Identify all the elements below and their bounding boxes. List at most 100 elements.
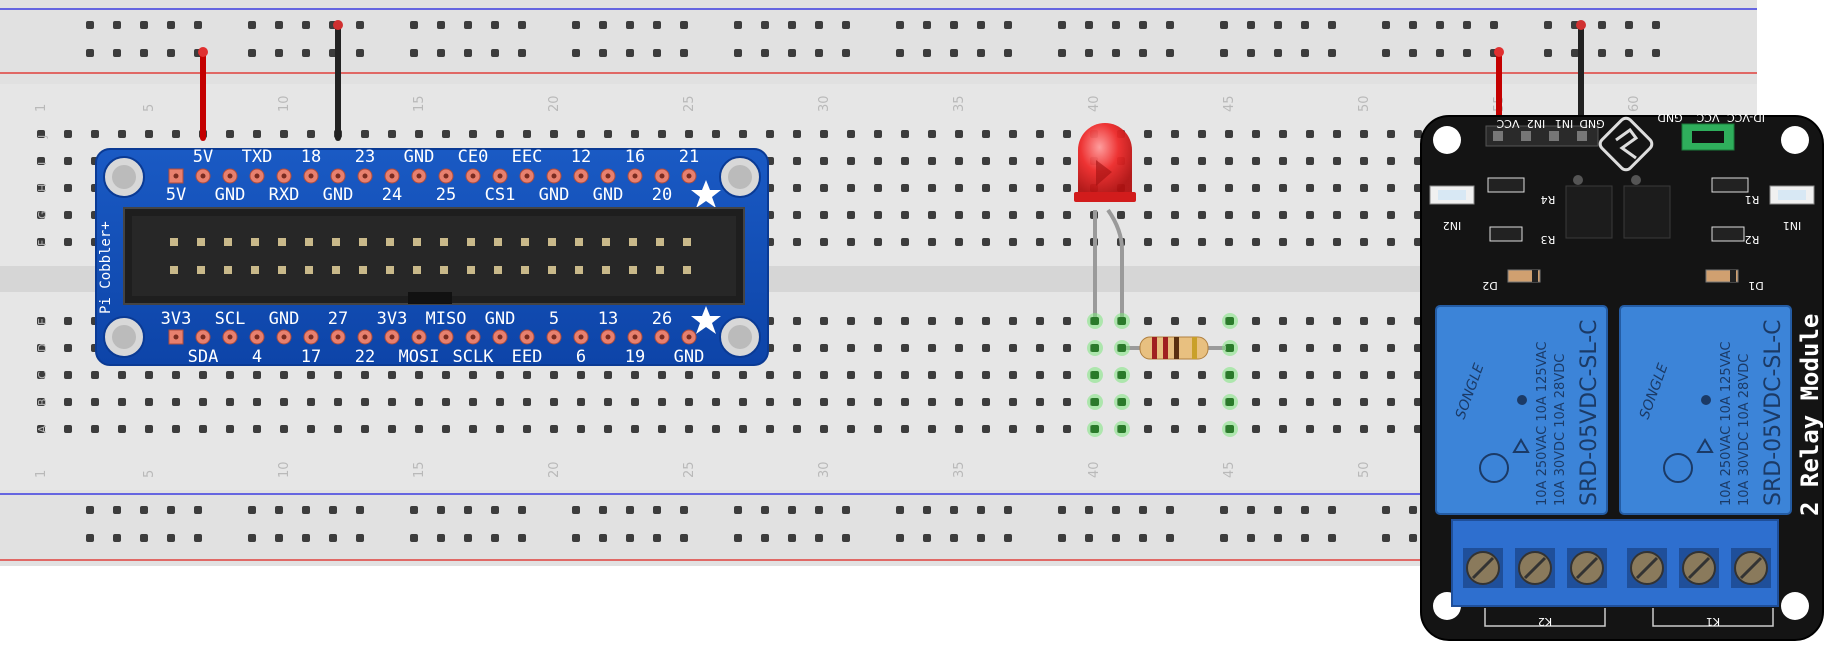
cobbler-pin-label: 12 <box>571 147 591 167</box>
relay-part-label: R2 <box>1745 233 1760 246</box>
relay-header-label: IN1 <box>1555 117 1573 130</box>
row-letter: F <box>36 240 49 246</box>
cobbler-pin-label: 24 <box>382 185 402 205</box>
relay-header-label: GND <box>1579 117 1604 130</box>
column-number: 35 <box>952 95 967 112</box>
screw-terminal-block <box>1451 519 1779 607</box>
relay-jumper-label: JD-VCC <box>1727 111 1766 124</box>
column-number: 50 <box>1357 95 1372 112</box>
optocoupler <box>1623 185 1671 239</box>
relay-part-label: D1 <box>1748 279 1763 292</box>
column-number: 5 <box>142 104 157 112</box>
cobbler-pin-label: 21 <box>679 147 699 167</box>
relay-part-label: R4 <box>1541 193 1556 206</box>
cobbler-pin-label: 5V <box>193 147 213 167</box>
relay-k2 <box>1435 305 1608 515</box>
cobbler-pin-label: EED <box>512 347 543 367</box>
cobbler-pin-label: GND <box>404 147 435 167</box>
cobbler-pin-label: MISO <box>426 309 467 329</box>
relay-model: SRD-05VDC-SL-C <box>1761 319 1786 506</box>
logo-icon <box>1598 116 1654 172</box>
column-number: 30 <box>817 461 832 478</box>
terminal-labels: K2 K1 <box>1484 608 1774 628</box>
cobbler-pin-label: 23 <box>355 147 375 167</box>
cobbler-pin-label: GND <box>674 347 705 367</box>
cobbler-pin-label: EEC <box>512 147 543 167</box>
column-number: 15 <box>412 95 427 112</box>
row-letter: B <box>36 398 49 406</box>
row-letter: J <box>36 135 49 139</box>
column-number: 45 <box>1222 95 1237 112</box>
relay-part-label: R1 <box>1745 193 1760 206</box>
column-number: 40 <box>1087 461 1102 478</box>
cobbler-pin-label: 25 <box>436 185 456 205</box>
relay-k1 <box>1619 305 1792 515</box>
relay-jumper-label: VCC <box>1696 111 1719 124</box>
relay-rating: 10A 30VDC 10A 28VDC <box>1553 354 1568 506</box>
cobbler-pin-label: 3V3 <box>161 309 192 329</box>
cobbler-pads <box>168 168 697 345</box>
column-number: 20 <box>547 95 562 112</box>
column-number: 60 <box>1627 95 1642 112</box>
relay-input-header <box>1485 125 1599 147</box>
mounting-hole-icon <box>1781 126 1809 154</box>
cobbler-pin-label: 19 <box>625 347 645 367</box>
connected-holes <box>1087 313 1238 437</box>
cobbler-pin-label: 4 <box>252 347 262 367</box>
relay-header-label: VCC <box>1496 117 1519 130</box>
relay-rating: 10A 30VDC 10A 28VDC <box>1737 354 1752 506</box>
mounting-hole-icon <box>1781 592 1809 620</box>
column-number: 15 <box>412 461 427 478</box>
column-number: 1 <box>34 104 49 112</box>
column-number: 40 <box>1087 95 1102 112</box>
cobbler-pin-label: CS1 <box>485 185 516 205</box>
column-number: 20 <box>547 461 562 478</box>
row-letter: I <box>36 162 49 165</box>
relay-rating: 10A 250VAC 10A 125VAC <box>1719 342 1734 507</box>
cobbler-pin-label: GND <box>593 185 624 205</box>
resistor <box>1122 336 1230 360</box>
relay-rating: 10A 250VAC 10A 125VAC <box>1535 342 1550 507</box>
column-number: 10 <box>277 461 292 478</box>
cobbler-pin-label: 5V <box>166 185 186 205</box>
relay-part-label: D2 <box>1482 279 1497 292</box>
cobbler-pin-label: 16 <box>625 147 645 167</box>
top-rail-area <box>0 0 1757 84</box>
row-letter: E <box>36 318 49 325</box>
cobbler-pin-label: GND <box>269 309 300 329</box>
column-number: 50 <box>1357 461 1372 478</box>
cobbler-pin-label: GND <box>539 185 570 205</box>
row-letter: D <box>36 344 49 352</box>
optocoupler <box>1565 185 1613 239</box>
terminal-screws <box>1463 548 1771 588</box>
relay-part-label: IN2 <box>1443 219 1461 232</box>
column-number: 25 <box>682 95 697 112</box>
terminal-label: K2 <box>1538 615 1552 628</box>
star-icon <box>691 306 721 334</box>
column-number: 25 <box>682 461 697 478</box>
column-number: 35 <box>952 461 967 478</box>
terminal-label: K1 <box>1706 615 1720 628</box>
row-letter: H <box>36 184 49 192</box>
cobbler-pin-label: RXD <box>269 185 300 205</box>
cobbler-pin-label: 13 <box>598 309 618 329</box>
connector-pins <box>170 238 691 274</box>
cobbler-pin-label: 18 <box>301 147 321 167</box>
cobbler-pin-label: 22 <box>355 347 375 367</box>
led-circuit <box>1074 123 1238 437</box>
column-number: 30 <box>817 95 832 112</box>
cobbler-pin-label: 5 <box>549 309 559 329</box>
cobbler-pin-label: SCL <box>215 309 246 329</box>
column-number: 45 <box>1222 461 1237 478</box>
cobbler-pin-label: 26 <box>652 309 672 329</box>
cobbler-pin-label: CE0 <box>458 147 489 167</box>
cobbler-title: Pi Cobbler+ <box>98 221 114 314</box>
cobbler-pin-label: SCLK <box>453 347 495 367</box>
